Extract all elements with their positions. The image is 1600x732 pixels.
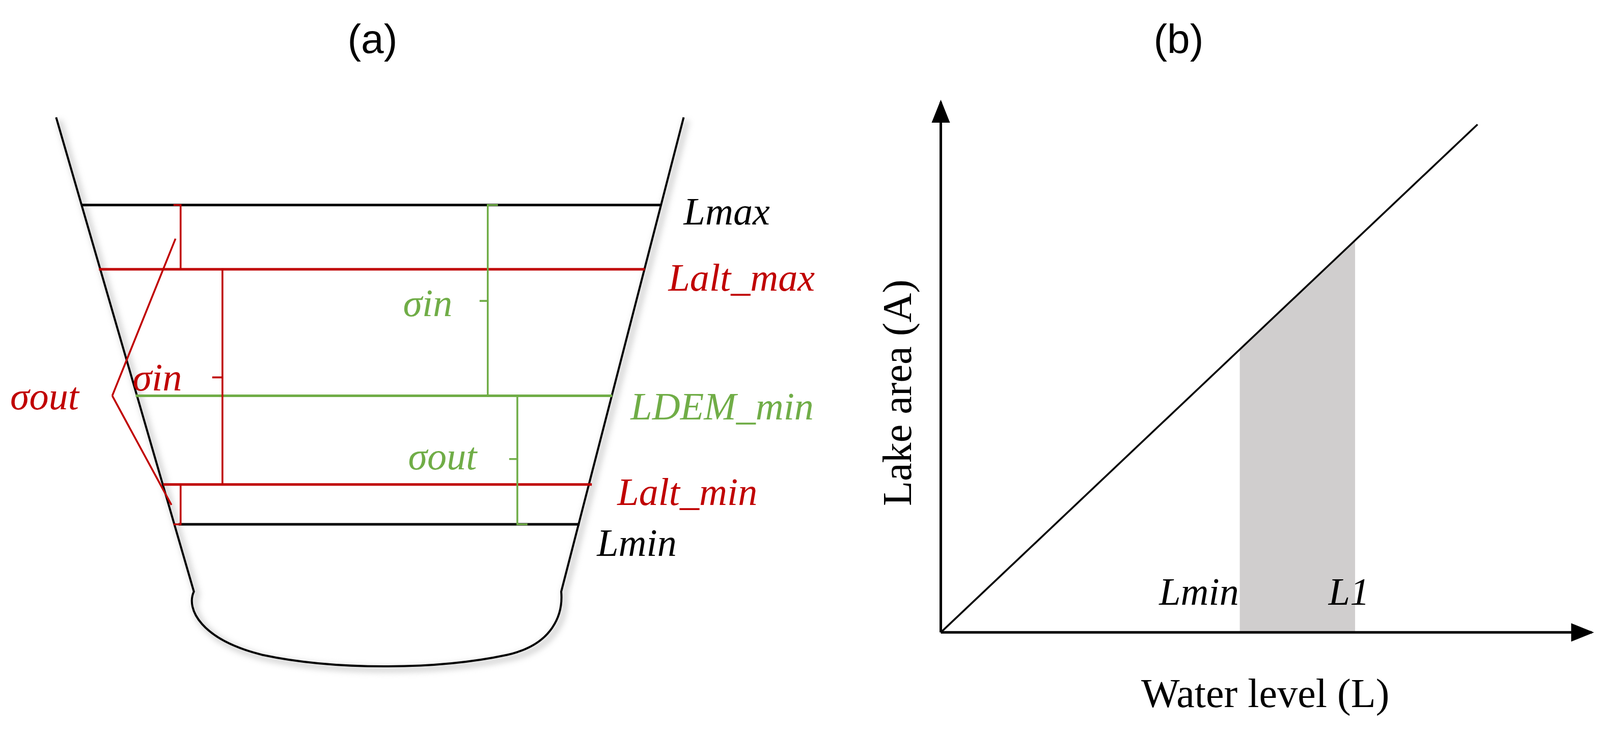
level-label: LDEM_min	[630, 386, 814, 426]
axis-tick-label: L1	[1328, 572, 1370, 612]
lake-basin	[56, 117, 687, 670]
sigma-label: σout	[10, 376, 79, 416]
sigma-label: σout	[408, 436, 478, 476]
axis-title: Lake area (A)	[877, 279, 919, 507]
panel-label: (b)	[1153, 18, 1204, 60]
level-label: Lalt_min	[617, 472, 758, 512]
level-label: Lmax	[683, 191, 770, 231]
level-label: Lalt_max	[668, 258, 815, 297]
area-level-plot	[941, 101, 1592, 633]
sigma-label: σin	[132, 357, 182, 397]
brackets	[112, 205, 528, 525]
panel-label: (a)	[347, 18, 398, 60]
axis-title: Water level (L)	[1141, 673, 1390, 715]
sigma-label: σin	[403, 283, 453, 323]
level-label: Lmin	[596, 523, 677, 563]
axis-tick-label: Lmin	[1159, 572, 1239, 612]
level-lines	[81, 205, 661, 525]
